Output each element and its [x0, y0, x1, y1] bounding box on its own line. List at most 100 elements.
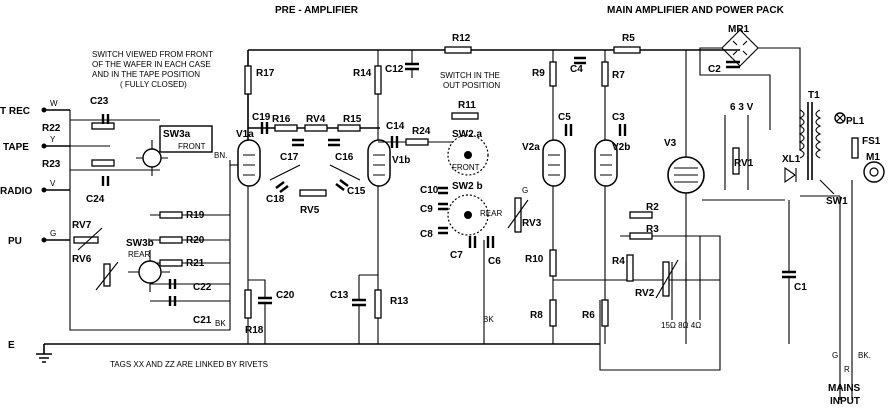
label-r19: R19	[186, 210, 205, 221]
capacitor-c9	[438, 202, 448, 211]
label-rv7: RV7	[72, 220, 92, 231]
label-c9: C9	[420, 204, 433, 215]
label-v1b: V1b	[392, 155, 410, 166]
label-heater-voltage: 6 3 V	[730, 102, 754, 113]
label-c20: C20	[276, 290, 295, 301]
valve-v1a	[237, 139, 261, 187]
wire-code-v: V	[50, 179, 56, 188]
switch-sw1	[819, 179, 835, 195]
resistor-r2	[629, 211, 653, 219]
label-mains-2: INPUT	[830, 396, 860, 407]
label-sw1: SW1	[826, 196, 848, 207]
label-sw3a-front: FRONT	[178, 142, 206, 151]
switch-sw3b	[128, 250, 170, 292]
note-switch-out-2: OUT POSITION	[443, 81, 500, 90]
label-fs1: FS1	[862, 136, 881, 147]
label-r3: R3	[646, 224, 659, 235]
wire-code-y: Y	[50, 135, 56, 144]
capacitor-c10	[438, 186, 448, 195]
input-terminals	[41, 107, 70, 243]
label-c19: C19	[252, 112, 271, 123]
c13-wiring	[358, 274, 378, 344]
capacitor-c1	[782, 270, 796, 279]
label-c18: C18	[266, 194, 285, 205]
label-rv3: RV3	[522, 218, 542, 229]
note-switch-front-1: SWITCH VIEWED FROM FRONT	[92, 50, 213, 59]
label-m1: M1	[866, 152, 880, 163]
resistor-r20	[159, 236, 183, 244]
label-sw2b: SW2 b	[452, 181, 483, 192]
label-r14: R14	[353, 68, 372, 79]
meter-m1	[863, 161, 885, 183]
label-c6: C6	[488, 256, 501, 267]
pot-rv6-wiper	[95, 261, 119, 291]
resistor-r5	[613, 46, 641, 54]
label-c15: C15	[347, 186, 366, 197]
valve-v2b	[594, 139, 618, 187]
label-v2a: V2a	[522, 142, 540, 153]
pot-rv2	[662, 261, 670, 297]
rectifier-mr1	[721, 29, 759, 67]
wire-code-g: G	[50, 229, 56, 238]
switch-sw2a	[447, 134, 489, 176]
capacitor-c20	[258, 296, 272, 305]
earth-symbol	[36, 344, 52, 363]
label-r7: R7	[612, 70, 625, 81]
c21-c22-wiring	[150, 283, 230, 302]
heading-main-amplifier: MAIN AMPLIFIER AND POWER PACK	[607, 5, 785, 16]
output-taps	[671, 262, 701, 320]
lamp-pl1	[834, 112, 846, 124]
pot-rv7-wiper	[77, 227, 103, 251]
label-c7: C7	[450, 250, 463, 261]
label-c12: C12	[385, 64, 404, 75]
label-c4: C4	[570, 64, 583, 75]
capacitor-c3	[618, 124, 627, 136]
pot-rv1	[732, 147, 740, 175]
label-pl1: PL1	[846, 116, 865, 127]
label-c21: C21	[193, 315, 212, 326]
wire-code-w: W	[50, 99, 58, 108]
label-r2: R2	[646, 202, 659, 213]
transformer-t1	[798, 102, 822, 180]
label-r6: R6	[582, 310, 595, 321]
label-r5: R5	[622, 33, 635, 44]
input-label-radio: RADIO	[0, 186, 32, 197]
input-label-trec: T REC	[0, 106, 30, 117]
label-rv2: RV2	[635, 288, 655, 299]
label-mains-1: MAINS	[828, 383, 861, 394]
label-c8: C8	[420, 229, 433, 240]
wire-code-bk-mains: BK.	[858, 351, 871, 360]
label-c16: C16	[335, 152, 354, 163]
capacitor-c13	[352, 298, 366, 307]
resistor-r10	[549, 249, 557, 277]
resistor-r21	[159, 259, 183, 267]
wire-code-r-mains: R	[844, 365, 850, 374]
capacitor-c18	[275, 181, 289, 193]
label-sw3a: SW3a	[163, 129, 191, 140]
c20-wiring	[248, 279, 266, 344]
capacitor-c2	[726, 60, 740, 69]
mains-leads	[800, 180, 853, 400]
resistor-r17	[244, 65, 252, 95]
pot-rv5	[299, 189, 327, 197]
v2-leads	[552, 50, 606, 344]
resistor-r8	[549, 299, 557, 327]
resistor-r19	[159, 211, 183, 219]
label-sw2a-front: FRONT	[452, 163, 480, 172]
label-c1: C1	[794, 282, 807, 293]
label-r18: R18	[245, 325, 264, 336]
label-c2: C2	[708, 64, 721, 75]
label-r16: R16	[272, 114, 291, 125]
label-sw3b-rear: REAR	[128, 250, 150, 259]
label-c5: C5	[558, 112, 571, 123]
wire-code-bk: BK	[215, 319, 226, 328]
capacitor-c12	[405, 62, 419, 71]
label-c23: C23	[90, 96, 109, 107]
sw3a-wiring	[70, 119, 160, 171]
label-r13: R13	[390, 296, 409, 307]
valve-v1b	[367, 139, 391, 187]
capacitor-c23	[101, 114, 110, 124]
diode-xl1	[784, 166, 797, 184]
capacitor-c6	[486, 236, 495, 248]
